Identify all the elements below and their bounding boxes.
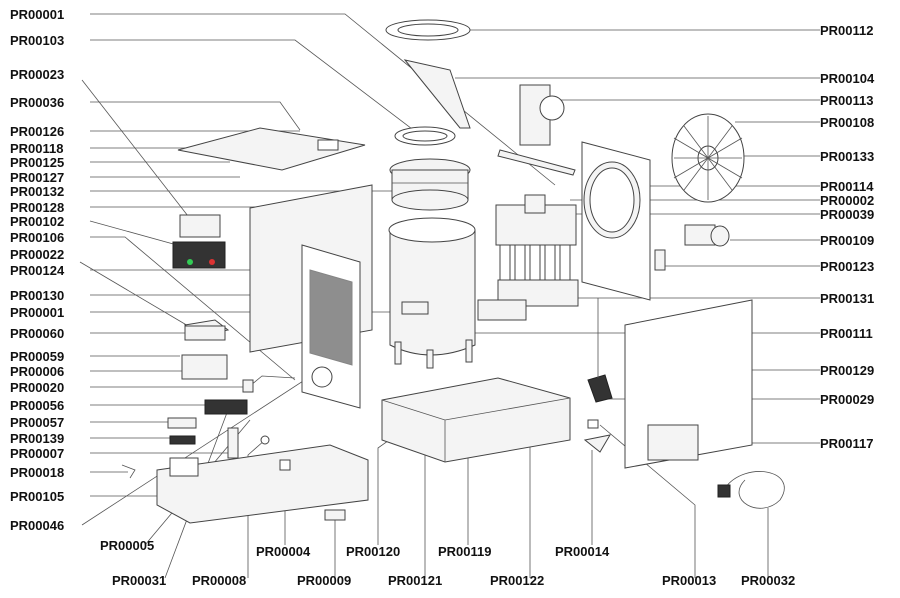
label-r02: PR00104 (820, 71, 875, 86)
leader-b03 (377, 437, 393, 545)
label-l11: PR00102 (10, 214, 65, 229)
label-l09: PR00132 (10, 184, 65, 199)
label-r06: PR00114 (820, 179, 874, 194)
label-l17: PR00060 (10, 326, 65, 341)
part-top-panel (177, 127, 366, 171)
part-rod (497, 149, 576, 176)
leader-l13 (79, 261, 196, 331)
label-l19: PR00006 (10, 364, 65, 379)
label-l03: PR00023 (10, 67, 65, 82)
label-l20: PR00020 (10, 380, 65, 395)
part-main-drum (389, 229, 476, 356)
label-b08: PR00009 (297, 573, 352, 588)
part-display (172, 241, 226, 269)
label-r10: PR00123 (820, 259, 875, 274)
label-l24: PR00007 (10, 446, 65, 461)
label-r08: PR00039 (820, 207, 875, 222)
label-l22: PR00057 (10, 415, 65, 430)
leader-l27 (81, 369, 321, 526)
part-pump (204, 399, 248, 415)
label-b09: PR00121 (388, 573, 443, 588)
label-r14: PR00029 (820, 392, 875, 407)
label-l14: PR00124 (10, 263, 65, 278)
label-b06: PR00031 (112, 573, 167, 588)
leader-l01 (90, 13, 556, 186)
part-base-frame (381, 377, 571, 463)
part-control-board (179, 214, 221, 238)
leader-l02 (90, 39, 421, 136)
label-b01: PR00005 (100, 538, 155, 553)
label-l06: PR00118 (10, 141, 64, 156)
label-l12: PR00106 (10, 230, 65, 245)
leader-l12 (90, 236, 296, 381)
label-l13: PR00022 (10, 247, 65, 262)
label-l04: PR00036 (10, 95, 65, 110)
label-l25: PR00018 (10, 465, 65, 480)
label-l23: PR00139 (10, 431, 65, 446)
label-l21: PR00056 (10, 398, 65, 413)
label-l16: PR00001 (10, 305, 65, 320)
label-r13: PR00129 (820, 363, 875, 378)
label-b04: PR00119 (438, 544, 492, 559)
label-l05: PR00126 (10, 124, 65, 139)
label-r03: PR00113 (820, 93, 874, 108)
part-chute (403, 59, 471, 129)
label-r05: PR00133 (820, 149, 875, 164)
label-l27: PR00046 (10, 518, 65, 533)
label-l01: PR00001 (10, 7, 65, 22)
leader-b07 (247, 439, 266, 578)
label-r11: PR00131 (820, 291, 875, 306)
label-l18: PR00059 (10, 349, 65, 364)
label-r04: PR00108 (820, 115, 875, 130)
part-scoop (587, 374, 613, 403)
label-l10: PR00128 (10, 200, 65, 215)
label-l07: PR00125 (10, 155, 65, 170)
label-r07: PR00002 (820, 193, 875, 208)
label-r12: PR00111 (820, 326, 873, 341)
label-r15: PR00117 (820, 436, 874, 451)
label-b10: PR00122 (490, 573, 545, 588)
label-l26: PR00105 (10, 489, 65, 504)
leader-l03 (81, 79, 196, 226)
part-power-cable (724, 471, 785, 509)
label-r09: PR00109 (820, 233, 875, 248)
label-l08: PR00127 (10, 170, 65, 185)
leader-l04 (90, 101, 301, 131)
part-small-box-2 (181, 354, 228, 380)
label-l02: PR00103 (10, 33, 65, 48)
part-funnel (583, 434, 611, 453)
label-b05: PR00014 (555, 544, 610, 559)
label-b11: PR00013 (662, 573, 717, 588)
label-b07: PR00008 (192, 573, 247, 588)
part-blower (684, 224, 716, 246)
part-base-tray (156, 444, 369, 524)
label-b03: PR00120 (346, 544, 401, 559)
label-b02: PR00004 (256, 544, 311, 559)
label-r01: PR00112 (820, 23, 874, 38)
label-b12: PR00032 (741, 573, 796, 588)
parts (121, 19, 785, 524)
label-l15: PR00130 (10, 288, 65, 303)
